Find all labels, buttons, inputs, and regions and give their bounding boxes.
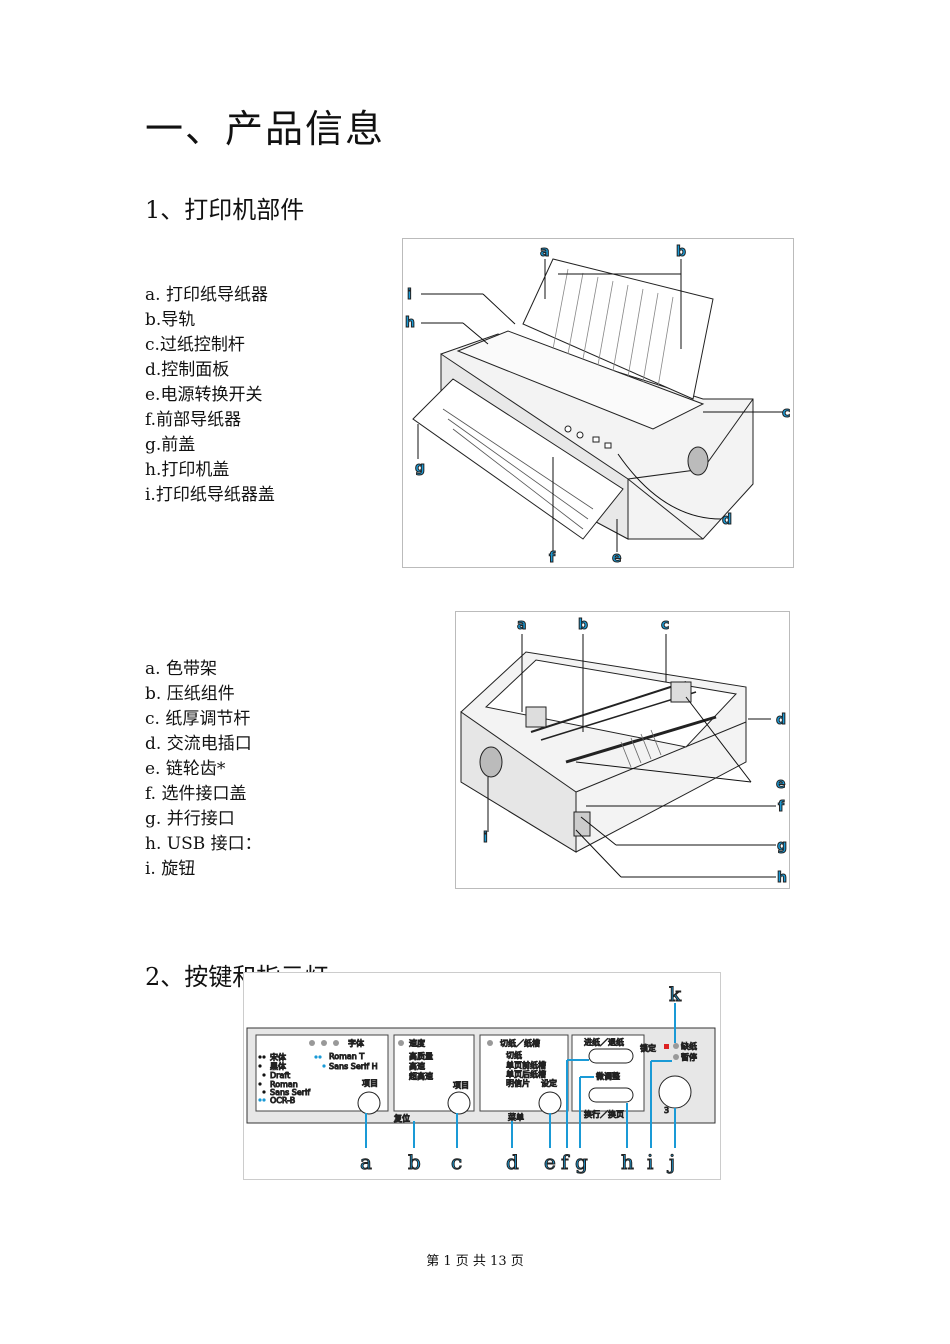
panel-text: 项目	[453, 1081, 469, 1090]
panel-text: 明信片	[506, 1078, 530, 1088]
list-item: h. USB 接口：	[145, 834, 262, 854]
printer-front-diagram: a b c d e f g h i	[402, 238, 794, 568]
panel-text: 缺纸	[681, 1041, 697, 1051]
panel-text: Roman T	[329, 1052, 364, 1061]
list-item: b. 压纸组件	[145, 684, 235, 704]
panel-text: 单页后纸槽	[506, 1069, 546, 1079]
panel-text: OCR-B	[270, 1096, 295, 1105]
figure-label: c	[661, 617, 669, 633]
list-item: f.前部导纸器	[145, 410, 242, 430]
figure-label: g	[575, 1150, 588, 1174]
panel-text: 微调整	[596, 1071, 620, 1081]
panel-text: 速度	[409, 1038, 425, 1048]
panel-text: Roman	[270, 1080, 298, 1089]
figure-label: b	[676, 244, 686, 260]
control-panel-diagram: 字体 宋体 黑体 Draft Roman Sans Serif OCR-B Ro…	[243, 972, 721, 1180]
pause-button[interactable]	[658, 1075, 692, 1109]
panel-text: 切纸	[506, 1050, 522, 1060]
panel-text: Sans Serif	[270, 1088, 310, 1097]
panel-text: Draft	[270, 1071, 290, 1080]
page-footer: 第 1 页 共 13 页	[426, 1254, 524, 1269]
figure-label: a	[360, 1150, 372, 1174]
figure-label: f	[549, 550, 556, 566]
list-item: e.电源转换开关	[145, 385, 263, 405]
panel-text: 菜单	[508, 1112, 524, 1122]
panel-text: 切纸／纸槽	[500, 1038, 540, 1048]
figure-label: i	[407, 287, 412, 303]
list-item: d.控制面板	[145, 360, 230, 380]
figure-label: h	[777, 870, 787, 886]
list-item: g.前盖	[145, 435, 196, 455]
panel-text: 黑体	[270, 1061, 286, 1071]
panel-text: 高质量	[409, 1051, 433, 1061]
panel-text: 锁定	[640, 1043, 656, 1053]
list-item: c. 纸厚调节杆	[145, 709, 251, 729]
figure-label: k	[669, 982, 682, 1006]
panel-text: 超高速	[409, 1071, 433, 1081]
feed-button[interactable]	[588, 1048, 634, 1064]
list-item: c.过纸控制杆	[145, 335, 245, 355]
list-item: f. 选件接口盖	[145, 784, 247, 804]
list-item: a. 打印纸导纸器	[145, 285, 268, 305]
figure-label: a	[540, 244, 549, 260]
panel-text: 单页前纸槽	[506, 1060, 546, 1070]
figure-label: a	[517, 617, 526, 633]
figure-label: g	[777, 838, 787, 854]
parts-list-front: a. 打印纸导纸器 b.导轨 c.过纸控制杆 d.控制面板 e.电源转换开关 f…	[145, 283, 275, 508]
figure-label: h	[405, 315, 415, 331]
section-heading-parts: 1、打印机部件	[145, 196, 305, 224]
figure-label: f	[561, 1150, 570, 1174]
page-title: 一、产品信息	[145, 107, 386, 151]
linefeed-button[interactable]	[588, 1087, 634, 1103]
panel-text: 宋体	[270, 1052, 286, 1062]
figure-label: i	[483, 830, 488, 846]
panel-text: 高速	[409, 1061, 425, 1071]
set-button[interactable]	[538, 1091, 562, 1115]
panel-text: 3	[664, 1106, 669, 1115]
item-button-2[interactable]	[447, 1091, 471, 1115]
list-item: g. 并行接口	[145, 809, 235, 829]
figure-label: e	[612, 550, 622, 566]
figure-label: g	[415, 460, 425, 476]
panel-text: 复位	[394, 1113, 410, 1123]
panel-text: 设定	[541, 1078, 557, 1088]
parts-list-inside: a. 色带架 b. 压纸组件 c. 纸厚调节杆 d. 交流电插口 e. 链轮齿*…	[145, 657, 262, 882]
list-item: i. 旋钮	[145, 859, 196, 879]
figure-label: d	[506, 1150, 519, 1174]
list-item: e. 链轮齿*	[145, 759, 226, 779]
figure-label: c	[451, 1150, 462, 1174]
figure-label: e	[776, 776, 786, 792]
list-item: a. 色带架	[145, 659, 217, 679]
list-item: d. 交流电插口	[145, 734, 252, 754]
list-item: h.打印机盖	[145, 460, 230, 480]
item-button-1[interactable]	[357, 1091, 381, 1115]
figure-label: d	[776, 712, 786, 728]
figure-label: c	[782, 405, 790, 421]
printer-interior-diagram: a b c d e f g h i	[455, 611, 790, 889]
panel-text: 进纸／退纸	[584, 1037, 624, 1047]
panel-text: 字体	[348, 1038, 364, 1048]
panel-text: Sans Serif H	[329, 1062, 378, 1071]
figure-label: d	[722, 512, 732, 528]
figure-label: f	[778, 799, 785, 815]
panel-text: 暂停	[681, 1052, 697, 1062]
list-item: i.打印纸导纸器盖	[145, 485, 275, 505]
panel-text: 换行／换页	[584, 1109, 624, 1119]
figure-label: j	[667, 1150, 675, 1174]
figure-label: b	[408, 1150, 421, 1174]
figure-label: b	[578, 617, 588, 633]
figure-label: h	[621, 1150, 634, 1174]
list-item: b.导轨	[145, 310, 196, 330]
panel-text: 项目	[362, 1079, 378, 1088]
figure-label: e	[544, 1150, 556, 1174]
figure-label: i	[647, 1150, 653, 1174]
